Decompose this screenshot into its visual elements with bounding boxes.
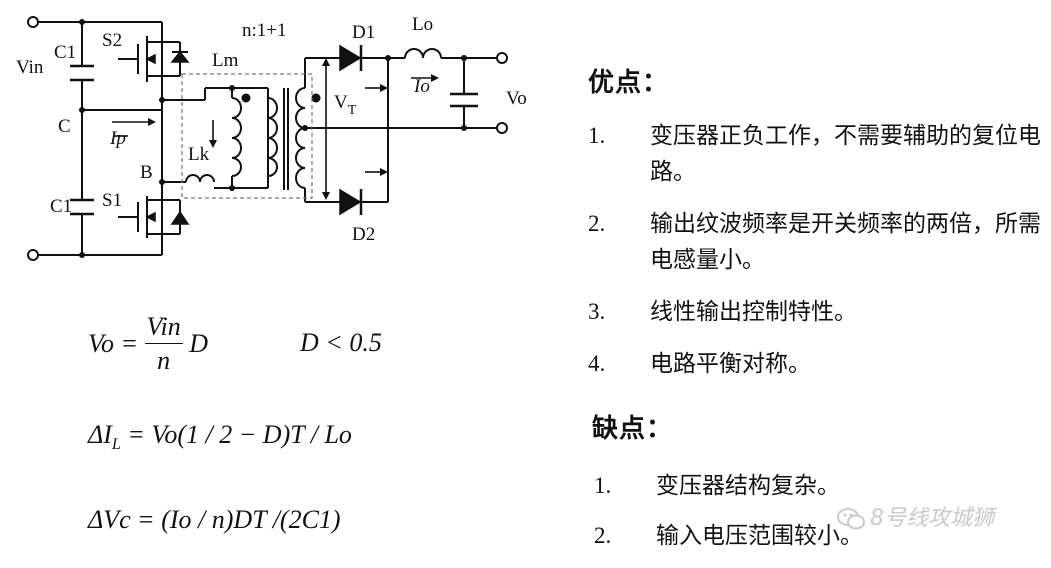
item-number: 1.	[594, 473, 612, 498]
list-item: 2. 输出纹波频率是开关频率的两倍，所需电感量小。	[588, 206, 1048, 278]
item-number: 2.	[594, 523, 612, 548]
vo-label: Vo	[506, 88, 527, 109]
s2-label: S2	[102, 30, 122, 51]
formula-lhs: Vo =	[88, 329, 139, 358]
lo-label: Lo	[412, 14, 433, 35]
vt-main: V	[334, 92, 348, 113]
fraction-numerator: Vin	[144, 312, 183, 344]
vin-label: Vin	[16, 57, 44, 78]
item-text: 电路平衡对称。	[650, 351, 811, 377]
c-node-label: C	[58, 116, 71, 137]
disadvantages-list: 1. 变压器结构复杂。 2. 输入电压范围较小。	[594, 468, 1051, 568]
item-number: 1.	[588, 123, 606, 148]
list-item: 2. 输入电压范围较小。	[594, 518, 1051, 554]
watermark-text: 8号线攻城狮	[870, 506, 994, 531]
duty-cycle-symbol: D	[189, 329, 209, 358]
fraction: Vin n	[144, 312, 183, 376]
c1-bottom-label: C1	[50, 196, 72, 217]
watermark: 8号线攻城狮	[836, 500, 994, 532]
fraction-denominator: n	[157, 346, 171, 375]
item-text: 变压器正负工作，不需要辅助的复位电路。	[650, 123, 1041, 185]
half-bridge-schematic: Vin C1 S2 Lm n:1+1 D1 Lo Io Vo C Ip Lk V…	[16, 14, 527, 261]
list-item: 3. 线性输出控制特性。	[588, 294, 1048, 330]
item-text: 变压器结构复杂。	[656, 473, 840, 499]
item-text: 线性输出控制特性。	[650, 299, 857, 325]
io-label: Io	[413, 76, 430, 97]
vt-subscript: T	[348, 103, 357, 118]
advantages-list: 1. 变压器正负工作，不需要辅助的复位电路。 2. 输出纹波频率是开关频率的两倍，所…	[588, 118, 1048, 398]
s1-label: S1	[102, 190, 122, 211]
list-item: 4. 电路平衡对称。	[588, 346, 1048, 382]
disadvantages-title: 缺点：	[592, 414, 674, 444]
capacitor-ripple-formula: ΔVc = (Io / n)DT /(2C1)	[88, 505, 341, 534]
turns-ratio-label: n:1+1	[242, 20, 287, 41]
output-voltage-formula: Vo = Vin n D	[88, 312, 208, 376]
ripple-current-formula: ΔIL = Vo(1 / 2 − D)T / Lo	[88, 420, 352, 454]
f2-subscript: L	[111, 436, 121, 454]
f2-rhs: = Vo(1 / 2 − D)T / Lo	[120, 420, 352, 449]
item-number: 2.	[588, 211, 606, 236]
list-item: 1. 变压器正负工作，不需要辅助的复位电路。	[588, 118, 1048, 190]
f2-lhs: ΔI	[88, 420, 112, 449]
list-item: 1. 变压器结构复杂。	[594, 468, 1051, 504]
advantages-title: 优点：	[588, 68, 670, 98]
item-number: 4.	[588, 351, 606, 376]
b-node-label: B	[140, 162, 153, 183]
d2-label: D2	[352, 224, 375, 245]
lk-label: Lk	[188, 144, 210, 165]
ip-label: Ip	[109, 128, 126, 149]
item-text: 输出纹波频率是开关频率的两倍，所需电感量小。	[650, 211, 1041, 273]
item-number: 3.	[588, 299, 606, 324]
d1-label: D1	[352, 22, 375, 43]
wechat-icon	[837, 508, 865, 530]
duty-cycle-condition: D < 0.5	[300, 328, 382, 357]
item-text: 输入电压范围较小。	[656, 523, 863, 549]
vt-label: VT	[334, 92, 357, 118]
lm-label: Lm	[212, 50, 239, 71]
c1-top-label: C1	[54, 42, 76, 63]
